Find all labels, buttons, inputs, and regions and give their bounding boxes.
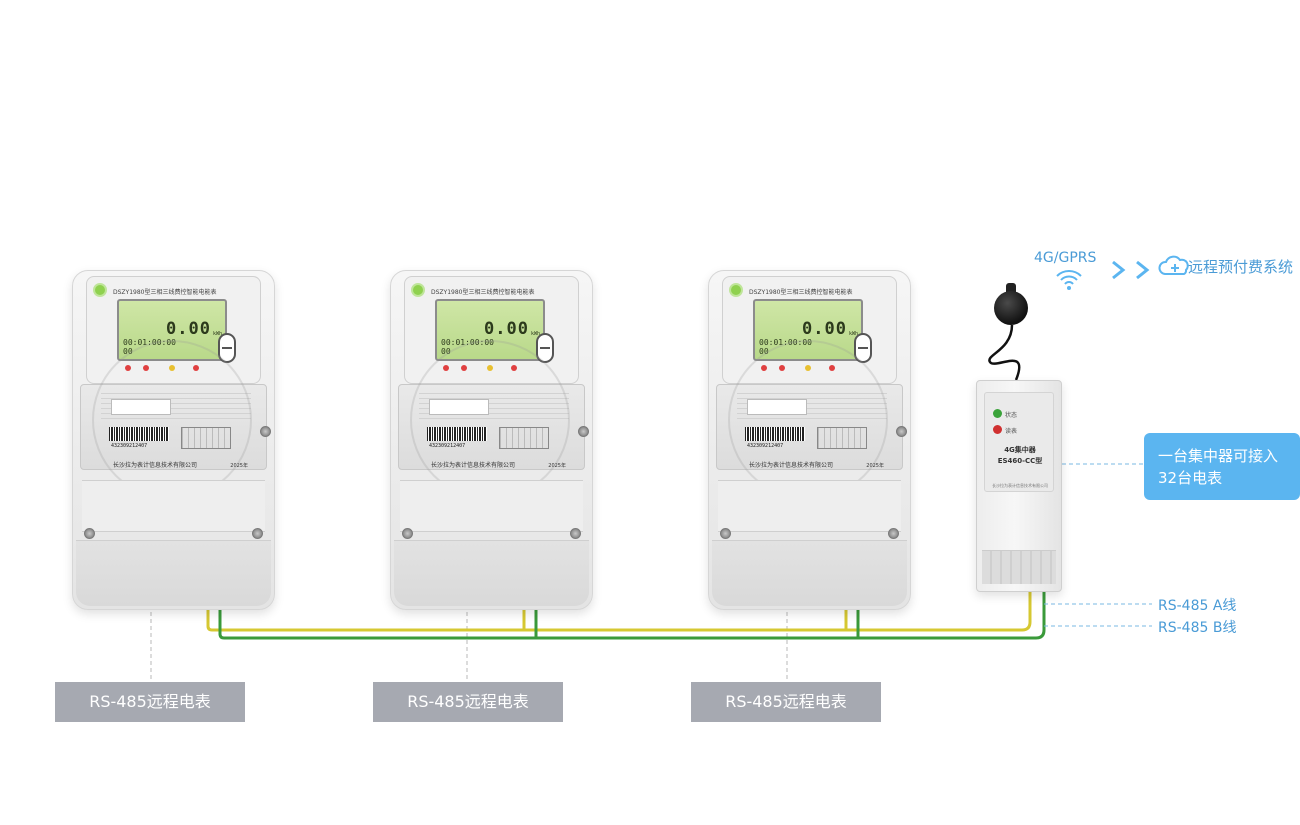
concentrator-panel: 状态 读表 4G集中器 ES460-CC型 长沙拉为表计信息技术有限公司 [984,392,1054,492]
status-led-label: 状态 [1005,412,1018,419]
rs485-a-label: RS-485 A线 [1158,598,1237,614]
lcd-reading: 0.00 [802,319,847,339]
chevron-right-icon [1136,260,1150,280]
concentrator-terminal-block [982,550,1056,584]
watermark-seal-icon [728,340,888,500]
lcd-unit: kWh [212,331,222,337]
meter-year: 2025年 [866,463,884,469]
concentrator-maker: 长沙拉为表计信息技术有限公司 [992,483,1048,488]
status-led-icon [993,409,1002,418]
wifi-icon [1056,270,1082,290]
electric-meter-1: DSZY1980型三相三线费控智能电能表 0.00 kWh 00:01:00:0… [72,270,275,610]
meter-year: 2025年 [548,463,566,469]
terminal-cover [712,540,907,606]
lcd-reading: 0.00 [484,319,529,339]
meter-year: 2025年 [230,463,248,469]
electric-meter-2: DSZY1980型三相三线费控智能电能表 0.00 kWh 00:01:00:0… [390,270,593,610]
meter-title: DSZY1980型三相三线费控智能电能表 [749,289,853,296]
terminal-cover [394,540,589,606]
electric-meter-3: DSZY1980型三相三线费控智能电能表 0.00 kWh 00:01:00:0… [708,270,911,610]
meter-read-led-icon [993,425,1002,434]
lcd-time-sub: 00 [759,347,769,356]
prepaid-system-label: 远程预付费系统 [1188,258,1294,276]
capacity-info-box: 一台集中器可接入 32台电表 [1144,433,1300,500]
concentrator-model-line2: ES460-CC型 [997,457,1043,465]
meter-lower-cover [718,480,901,532]
power-indicator-icon [729,283,743,297]
lcd-time-sub: 00 [441,347,451,356]
antenna-cable [988,324,1021,381]
screw-icon [84,528,95,539]
gprs-label: 4G/GPRS [1034,250,1097,266]
power-indicator-icon [411,283,425,297]
screw-icon [888,528,899,539]
concentrator-device: 状态 读表 4G集中器 ES460-CC型 长沙拉为表计信息技术有限公司 [976,380,1062,592]
screw-icon [260,426,271,437]
screw-icon [570,528,581,539]
screw-icon [720,528,731,539]
meter-read-led-label: 读表 [1005,428,1018,435]
antenna-icon [994,291,1028,325]
watermark-seal-icon [92,340,252,500]
screw-icon [402,528,413,539]
meter-lower-cover [82,480,265,532]
meter-title: DSZY1980型三相三线费控智能电能表 [431,289,535,296]
chevron-right-icon [1112,260,1126,280]
power-indicator-icon [93,283,107,297]
screw-icon [896,426,907,437]
antenna-connector-icon [1006,283,1016,295]
rs485-a-wire [206,592,1032,632]
screw-icon [578,426,589,437]
meter-title: DSZY1980型三相三线费控智能电能表 [113,289,217,296]
cloud-icon [1158,255,1189,275]
lcd-reading: 0.00 [166,319,211,339]
watermark-seal-icon [410,340,570,500]
lcd-unit: kWh [530,331,540,337]
concentrator-model-line1: 4G集中器 [1004,446,1036,454]
terminal-cover [76,540,271,606]
meter-3-label: RS-485远程电表 [691,682,881,722]
screw-icon [252,528,263,539]
lcd-unit: kWh [848,331,858,337]
lcd-time-sub: 00 [123,347,133,356]
rs485-b-label: RS-485 B线 [1158,620,1237,636]
meter-2-label: RS-485远程电表 [373,682,563,722]
rs485-b-wire [218,592,1046,640]
meter-lower-cover [400,480,583,532]
meter-1-label: RS-485远程电表 [55,682,245,722]
